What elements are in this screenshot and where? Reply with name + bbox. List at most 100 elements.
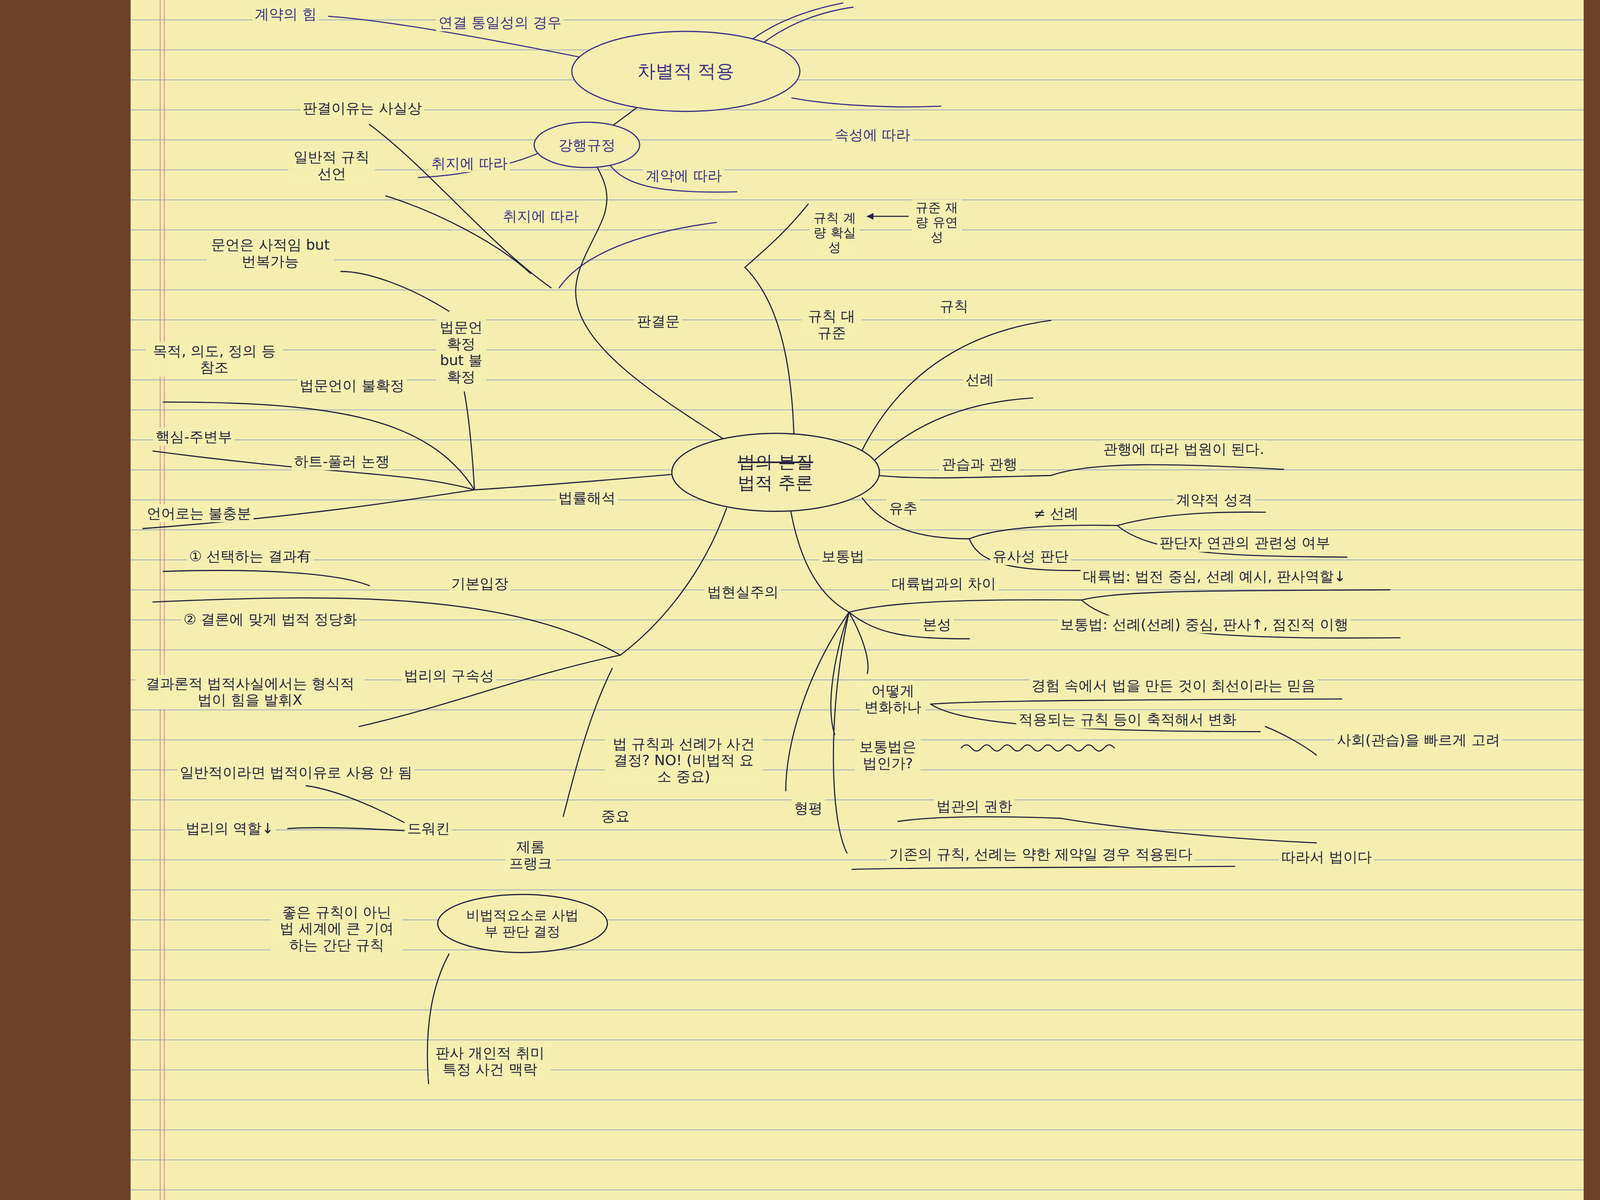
note-label: 따라서 법이다 [1278,848,1374,866]
node-text: 비법적요소로 사법부 판단 결정 [466,907,579,940]
branch-line [848,612,970,639]
note-label: 법관의 권한 [934,797,1015,816]
branch-line [559,222,717,289]
note-label: 제롬 프랭크 [505,837,556,873]
note-label: 규칙 [937,297,971,316]
note-label: 규칙 계량 확실성 [809,209,861,256]
branch-line [1117,525,1348,558]
note-label: 기존의 규칙, 선례는 약한 제약일 경우 적용된다 [886,845,1195,864]
branch-line [1061,818,1317,843]
branch-line [1117,511,1266,526]
note-label: 규준 재량 유연성 [911,199,963,245]
branch-line [418,153,539,178]
note-label: 취지에 따라 [500,207,581,225]
note-label: 연결 통일성의 경우 [436,13,565,32]
note-label: 목적, 의도, 정의 등 참조 [145,342,283,377]
branch-line [862,320,1052,450]
note-label: 관습과 관행 [939,455,1020,474]
branch-line [620,508,727,656]
branch-line [833,612,849,854]
branch-line [610,165,737,193]
note-label: 법리의 역할↓ [183,819,277,838]
note-label: 대륙법: 법전 중심, 선례 예시, 판사역할↓ [1080,567,1349,586]
node-text-block: 강행규정 [558,136,616,154]
connector-line [613,107,637,125]
branch-line [464,391,475,490]
node-text: 강행규정 [558,136,616,154]
note-label: 선례 [963,370,997,389]
branch-line [930,698,1342,704]
branch-line [785,612,849,791]
note-label: 계약의 힘 [252,5,319,24]
node-text: 차별적 적용 [637,60,735,83]
note-label: 적용되는 규칙 등이 축적해서 변화 [1016,710,1240,729]
note-label: 일반적 규칙 선언 [288,148,375,183]
note-label: 하트-풀러 논쟁 [291,452,392,471]
note-label: ≠ 선례 [1031,504,1082,523]
branch-line [753,3,843,39]
note-label: 법문언이 불확정 [297,376,407,395]
squiggle-underline [961,744,1115,751]
branch-line [848,612,868,674]
node-text-block: 차별적 적용 [637,60,735,83]
note-label: 법 규칙과 선례가 사건결정? NO! (비법적 요소 중요) [604,734,763,786]
note-label: 관행에 따라 법원이 된다. [1100,440,1267,458]
note-label: 판결이유는 사실상 [300,99,424,118]
branch-line [830,612,850,735]
branch-line [969,525,1118,539]
note-label: 드워킨 [404,819,453,838]
note-label: 판단자 연관의 관련성 여부 [1157,533,1333,552]
ellipse-node: 강행규정 [533,121,641,169]
note-label: 보통법 [819,547,867,566]
note-label: 일반적이라면 법적이유로 사용 안 됨 [177,763,415,782]
note-label: 판결문 [634,312,683,331]
connector-line [575,167,724,439]
note-label: 판사 개인적 취미 특정 사건 맥락 [428,1044,551,1079]
branch-line [1265,726,1317,756]
branch-line [305,785,404,823]
note-label: 중요 [598,807,633,825]
note-label: 계약에 따라 [643,166,724,185]
note-label: 법문언 확정 but 불확정 [435,318,487,386]
node-text: 법적 추론 [737,472,814,494]
branch-line [153,598,621,656]
branch-line [163,570,370,586]
node-text-block: 법의 본질법적 추론 [737,451,814,494]
branch-line [153,451,475,491]
note-label: 결과론적 법적사실에서는 형식적 법이 힘을 발휘X [135,674,365,710]
note-label: 속성에 따라 [832,125,913,144]
note-label: 유사성 판단 [990,547,1071,566]
ellipse-node: 차별적 적용 [571,30,801,113]
branch-line [359,655,621,727]
note-label: 취지에 따라 [428,154,510,173]
node-text: 법의 본질 [737,451,814,473]
ruled-lines [130,0,1584,1200]
arrow-line [867,215,909,218]
note-label: 보통법: 선례(선례) 중심, 판사↑, 점진적 이행 [1057,615,1351,634]
branch-line [898,816,1062,822]
branch-line [873,398,1033,462]
ellipse-node: 비법적요소로 사법부 판단 결정 [436,893,609,954]
note-label: 경험 속에서 법을 만든 것이 최선이라는 믿음 [1028,676,1319,695]
note-label: 본성 [920,615,954,634]
branch-line [969,538,1093,571]
note-label: 언어로는 불충분 [144,504,254,523]
note-label: ① 선택하는 결과有 [186,547,314,566]
note-label: 법리의 구속성 [401,666,497,685]
branch-line [744,267,794,434]
note-label: 핵심-주변부 [153,427,235,446]
branch-line [287,827,404,831]
margin-line [159,0,161,1200]
paper-sheet [130,0,1584,1200]
branch-line [862,498,970,539]
note-label: 대륙법과의 차이 [889,574,999,593]
branch-line [474,474,672,491]
note-label: 계약적 성격 [1173,490,1255,509]
note-label: 사회(관습)을 빠르게 고려 [1334,730,1503,749]
branch-line [340,271,450,312]
note-label: 문언은 사적임 but 번복가능 [206,235,335,271]
branch-line [163,401,475,490]
